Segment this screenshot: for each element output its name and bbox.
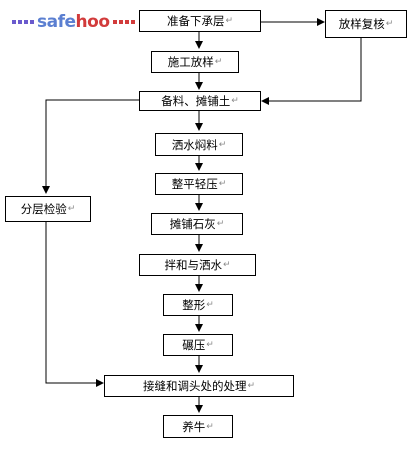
node-shaping: 整形↵ (163, 294, 233, 316)
node-curing: 养牛↵ (163, 415, 233, 438)
site-logo: safehoo (12, 12, 135, 32)
node-level-compact: 整平轻压↵ (155, 173, 243, 195)
node-mix-water: 拌和与洒水↵ (139, 254, 256, 276)
arrow-material-to-inspection (42, 99, 139, 194)
arrow-recheck-to-material (261, 38, 362, 105)
node-sprinkle-water: 洒水焖料↵ (155, 133, 243, 156)
node-prepare-base: 准备下承层↵ (139, 10, 261, 32)
node-spread-lime: 摊铺石灰↵ (151, 213, 243, 235)
node-rolling: 碾压↵ (163, 334, 233, 356)
logo-dots-left (12, 20, 34, 24)
node-survey-layout: 施工放样↵ (151, 51, 239, 73)
arrow-inspection-to-joint (45, 222, 104, 387)
node-recheck-layout: 放样复核↵ (325, 10, 407, 38)
logo-dots-right (112, 20, 135, 24)
node-prepare-spread-soil: 备料、摊铺土↵ (139, 91, 261, 111)
logo-wordmark: safehoo (37, 12, 110, 32)
node-inspection: 分层检验↵ (5, 196, 91, 222)
node-joint-treatment: 接缝和调头处的处理↵ (104, 375, 294, 397)
